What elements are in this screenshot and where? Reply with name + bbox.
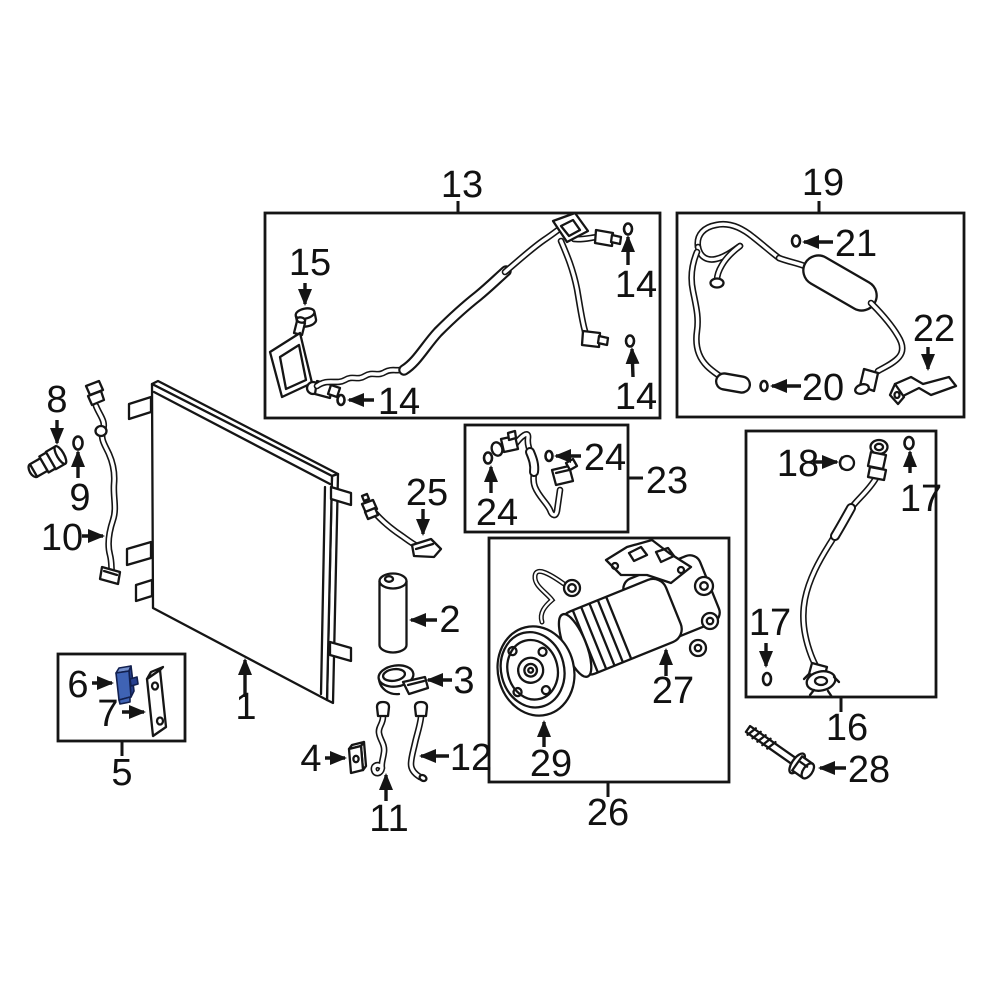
callout-14-upper: 14 xyxy=(615,264,657,306)
compressor-cylinder xyxy=(557,577,683,678)
mount-block xyxy=(347,740,368,775)
callout-24-left: 24 xyxy=(476,492,518,534)
bracket-22 xyxy=(888,375,958,406)
condenser-tab xyxy=(328,640,353,663)
condenser-tab xyxy=(329,485,353,507)
clutch-pulley xyxy=(496,625,576,717)
group-box-16 xyxy=(744,429,938,699)
o-ring-14-lower xyxy=(336,393,346,407)
receiver-drier xyxy=(378,572,408,654)
callout-15: 15 xyxy=(289,242,331,284)
o-ring-20 xyxy=(759,379,769,393)
callout-9: 9 xyxy=(69,477,90,519)
bracket-pipe-25 xyxy=(360,492,443,559)
callout-11: 11 xyxy=(369,798,408,840)
arrow-to-part-14-mid xyxy=(625,347,640,378)
callout-10: 10 xyxy=(41,517,83,559)
o-ring-14-upper xyxy=(622,222,634,236)
callout-13: 13 xyxy=(441,164,483,206)
leader-arrows xyxy=(50,201,935,801)
compressor-bracket xyxy=(604,538,693,585)
o-ring-17-upper xyxy=(903,435,915,451)
callout-26: 26 xyxy=(587,792,629,834)
callout-25: 25 xyxy=(406,472,448,514)
callout-20: 20 xyxy=(802,367,844,409)
callout-28: 28 xyxy=(848,749,890,791)
drain-tube-12 xyxy=(407,700,429,783)
cap-18 xyxy=(838,454,856,472)
o-ring-9 xyxy=(72,435,84,451)
callout-17-lower: 17 xyxy=(749,602,791,644)
pipe-clamp xyxy=(377,664,430,696)
condenser-tab xyxy=(125,540,153,567)
callout-7: 7 xyxy=(97,693,118,735)
callout-8: 8 xyxy=(46,379,67,421)
callout-19: 19 xyxy=(802,162,844,204)
ac-line-assembly-19 xyxy=(688,220,958,406)
drain-tube-11 xyxy=(370,700,391,777)
callout-23: 23 xyxy=(646,460,688,502)
ac-line-assembly-13 xyxy=(268,211,636,407)
pressure-sensor-harness xyxy=(532,569,582,625)
callout-5: 5 xyxy=(111,752,132,794)
condenser-tab xyxy=(134,578,154,603)
clip-part-6-highlighted xyxy=(115,665,139,705)
ac-hose-assembly-23 xyxy=(482,429,579,519)
suction-hose-assembly-16 xyxy=(761,435,915,699)
o-ring-21 xyxy=(790,234,802,248)
callout-22: 22 xyxy=(913,308,955,350)
callout-29: 29 xyxy=(530,743,572,785)
condenser xyxy=(125,379,353,705)
callout-2: 2 xyxy=(439,599,460,641)
o-ring-14-mid xyxy=(624,334,636,348)
o-ring-24-right xyxy=(544,449,554,463)
callout-18: 18 xyxy=(777,443,819,485)
o-ring-24-left xyxy=(482,451,494,465)
plug-bolt xyxy=(27,445,68,479)
compressor-bolt xyxy=(744,724,816,780)
o-ring-17-lower xyxy=(761,671,773,687)
callout-16: 16 xyxy=(826,707,868,749)
callout-12: 12 xyxy=(450,737,492,779)
callout-27: 27 xyxy=(652,670,694,712)
callout-6: 6 xyxy=(67,664,88,706)
callout-3: 3 xyxy=(453,660,474,702)
callout-1: 1 xyxy=(235,686,256,728)
condenser-tab xyxy=(127,395,153,421)
callout-24-right: 24 xyxy=(584,437,626,479)
liquid-line-pipe xyxy=(84,379,122,586)
callout-labels: 1 2 3 4 5 6 7 8 9 10 11 12 13 14 14 14 1… xyxy=(41,162,955,840)
callout-21: 21 xyxy=(835,223,877,265)
callout-4: 4 xyxy=(300,738,321,780)
compressor-assembly xyxy=(496,538,721,717)
bracket-part-7 xyxy=(145,665,168,738)
callout-14-lower: 14 xyxy=(378,381,420,423)
callout-14-mid: 14 xyxy=(615,376,657,418)
callout-17-upper: 17 xyxy=(900,478,942,520)
